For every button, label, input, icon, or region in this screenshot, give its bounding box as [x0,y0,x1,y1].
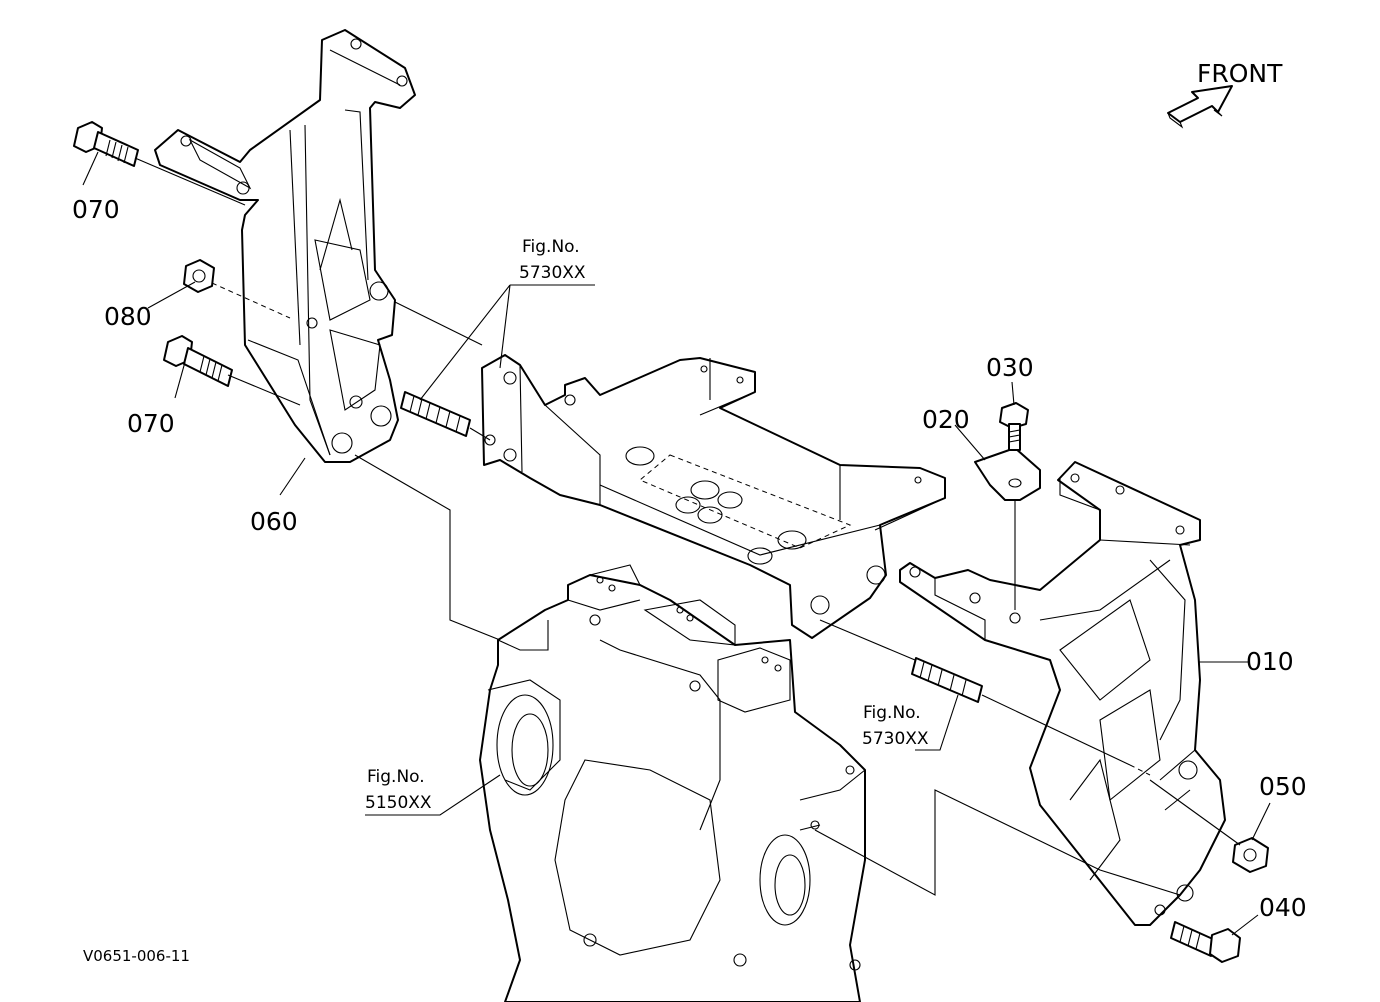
ref-right-prefix: Fig.No. [863,703,921,723]
callout-080: 080 [104,302,152,331]
ref-right-number: 5730XX [862,729,929,749]
callout-020: 020 [922,405,970,434]
bolt-030 [999,402,1029,451]
callout-050: 050 [1259,772,1307,801]
callout-040: 040 [1259,893,1307,922]
drawing-code: V0651-006-11 [83,947,190,965]
flywheel-housing [479,564,866,1002]
stud-upper [400,391,471,437]
plate-020 [974,447,1041,501]
nut-080 [183,259,215,293]
callout-070-lower: 070 [127,409,175,438]
ref-lower-number: 5150XX [365,793,432,813]
callout-060: 060 [250,507,298,536]
leader-lines [82,151,1271,936]
right-bracket-010 [899,461,1226,926]
callout-030: 030 [986,353,1034,382]
bolt-070-upper [73,121,139,167]
front-indicator: FRONT [1167,59,1283,129]
bolt-070-lower [163,335,233,387]
ref-lower-prefix: Fig.No. [367,767,425,787]
assembly-lines [134,157,1241,896]
callout-070-upper: 070 [72,195,120,224]
front-label: FRONT [1197,59,1283,88]
left-bracket-060 [154,29,416,463]
bolt-040 [1170,921,1241,963]
ref-upper-prefix: Fig.No. [522,237,580,257]
callout-010: 010 [1246,647,1294,676]
front-arrow-icon [1167,85,1233,123]
nut-050 [1232,837,1269,873]
center-frame [481,354,946,639]
ref-upper-number: 5730XX [519,263,586,283]
stud-right [911,657,983,703]
